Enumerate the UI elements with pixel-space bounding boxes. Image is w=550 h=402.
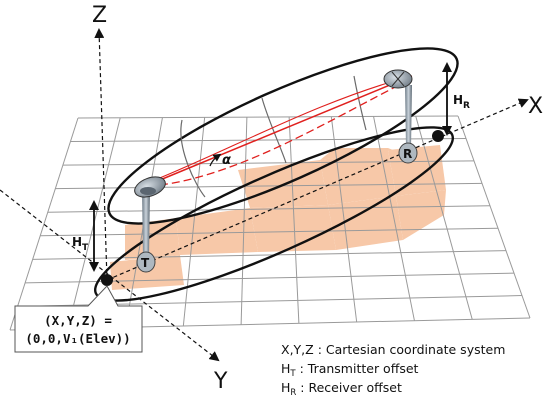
legend: X,Y,Z : Cartesian coordinate system HT :… bbox=[281, 342, 505, 398]
grid-line bbox=[32, 250, 507, 260]
line-of-sight bbox=[159, 79, 403, 181]
receiver-antenna: R bbox=[383, 69, 418, 164]
grid-line bbox=[70, 137, 467, 143]
grid-line bbox=[373, 116, 415, 321]
svg-text:(0,0,V₁(Elev)): (0,0,V₁(Elev)) bbox=[25, 331, 130, 346]
legend-item-receiver: HR : Receiver offset bbox=[281, 380, 402, 398]
grid-line bbox=[457, 115, 531, 319]
transmitter-antenna: T bbox=[134, 176, 166, 273]
angle-label: α bbox=[222, 153, 231, 168]
grid-line bbox=[415, 116, 473, 320]
legend-item-transmitter: HT : Transmitter offset bbox=[281, 361, 419, 379]
grid-line bbox=[9, 117, 79, 331]
z-axis-line bbox=[94, 28, 108, 281]
grid-line bbox=[55, 182, 483, 190]
grid-line bbox=[288, 116, 300, 324]
ht-label: HT bbox=[72, 235, 89, 253]
grid-line bbox=[182, 117, 206, 327]
receiver-marker: R bbox=[403, 147, 412, 161]
shaded-footprint bbox=[110, 145, 446, 290]
legend-item-coordinates: X,Y,Z : Cartesian coordinate system bbox=[281, 342, 505, 357]
svg-text:(X,Y,Z) =: (X,Y,Z) = bbox=[44, 313, 112, 328]
receiver-ground-point bbox=[432, 130, 444, 142]
grid-line bbox=[40, 227, 499, 237]
y-axis-label: Y bbox=[213, 369, 228, 394]
grid-line bbox=[330, 116, 358, 323]
x-axis-label: X bbox=[528, 94, 543, 119]
ground-grid bbox=[9, 115, 531, 331]
hr-label: HR bbox=[453, 93, 470, 111]
grid-line bbox=[47, 205, 491, 213]
angle-arc bbox=[209, 153, 222, 167]
ground-ellipse bbox=[93, 126, 455, 302]
fresnel-ellipsoid bbox=[107, 47, 459, 225]
origin-coordinate-box: (X,Y,Z) = (0,0,V₁(Elev)) bbox=[14, 285, 143, 353]
x-axis-line bbox=[106, 98, 529, 281]
origin-point bbox=[101, 274, 113, 286]
transmitter-marker: T bbox=[141, 256, 150, 270]
z-axis-label: Z bbox=[92, 3, 107, 28]
